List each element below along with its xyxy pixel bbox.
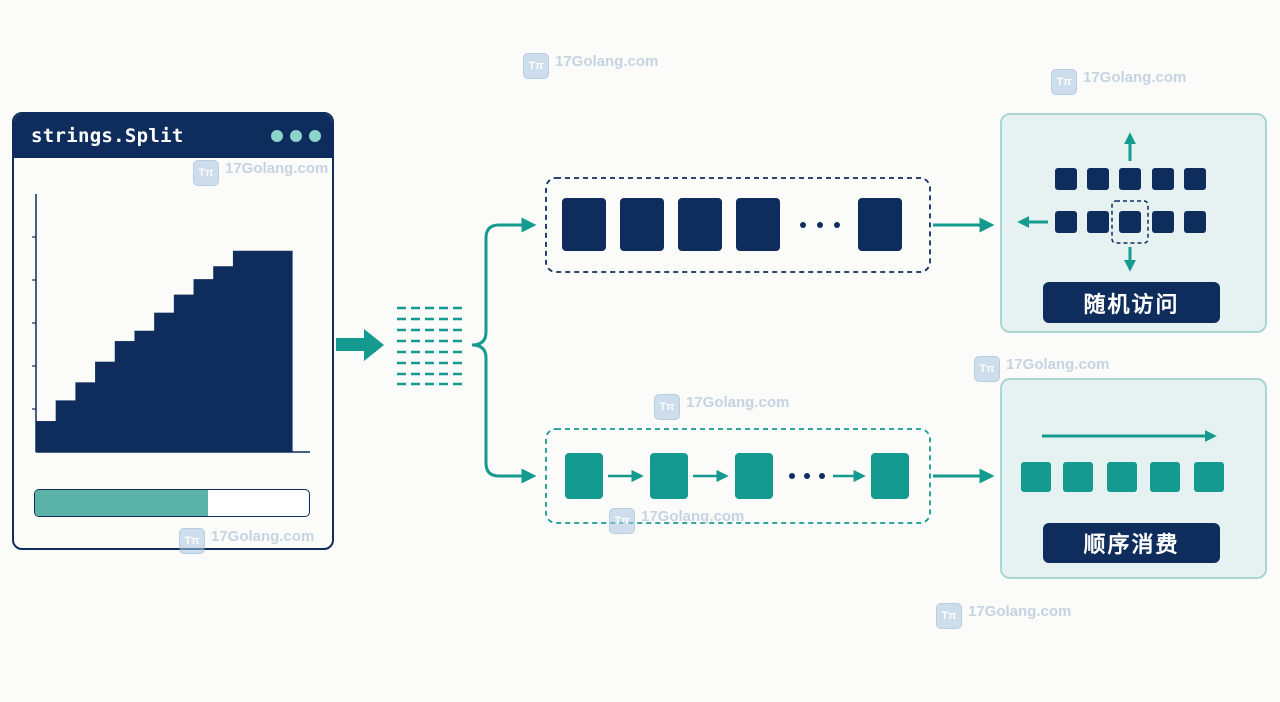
window-dot-icon [290, 130, 302, 142]
chart-bar [193, 279, 214, 452]
window-title: strings.Split [31, 125, 184, 147]
iterator-element [735, 453, 773, 499]
sequential-row-icon [1021, 430, 1224, 492]
chart-bar [154, 312, 175, 452]
tokens-icon [397, 306, 464, 386]
branch-connector [471, 217, 537, 484]
slice-element [858, 198, 902, 251]
iterator-row-frame [545, 428, 931, 524]
memory-growth-chart [32, 194, 310, 453]
chart-bar [173, 294, 195, 452]
chart-bar [55, 400, 76, 452]
progress-bar [34, 489, 310, 517]
progress-fill [35, 490, 208, 516]
ellipsis-icon [789, 473, 795, 479]
chart-bar [114, 341, 136, 452]
split-arrow-icon [336, 329, 384, 361]
chart-bar [95, 361, 116, 452]
chart-bar [75, 382, 96, 452]
slice-element [562, 198, 606, 251]
window-dot-icon [271, 130, 283, 142]
chart-bar [272, 250, 293, 452]
chart-bar [213, 266, 234, 452]
chart-bar [134, 330, 155, 452]
sequential-label: 顺序消费 [1043, 523, 1220, 563]
iterator-row [565, 453, 909, 499]
iterator-element [650, 453, 688, 499]
slice-element [620, 198, 664, 251]
random-access-label: 随机访问 [1043, 282, 1220, 323]
iterator-element [565, 453, 603, 499]
chart-bar [36, 421, 57, 452]
slice-element [678, 198, 722, 251]
window-dot-icon [309, 130, 321, 142]
chart-bar [232, 250, 254, 452]
ellipsis-icon [800, 222, 806, 228]
slice-row [562, 198, 902, 251]
chart-bar [252, 250, 273, 452]
window-header: strings.Split [14, 114, 332, 158]
slice-element [736, 198, 780, 251]
iterator-element [871, 453, 909, 499]
random-access-grid-icon [1017, 132, 1206, 272]
slice-row-frame [545, 177, 931, 273]
